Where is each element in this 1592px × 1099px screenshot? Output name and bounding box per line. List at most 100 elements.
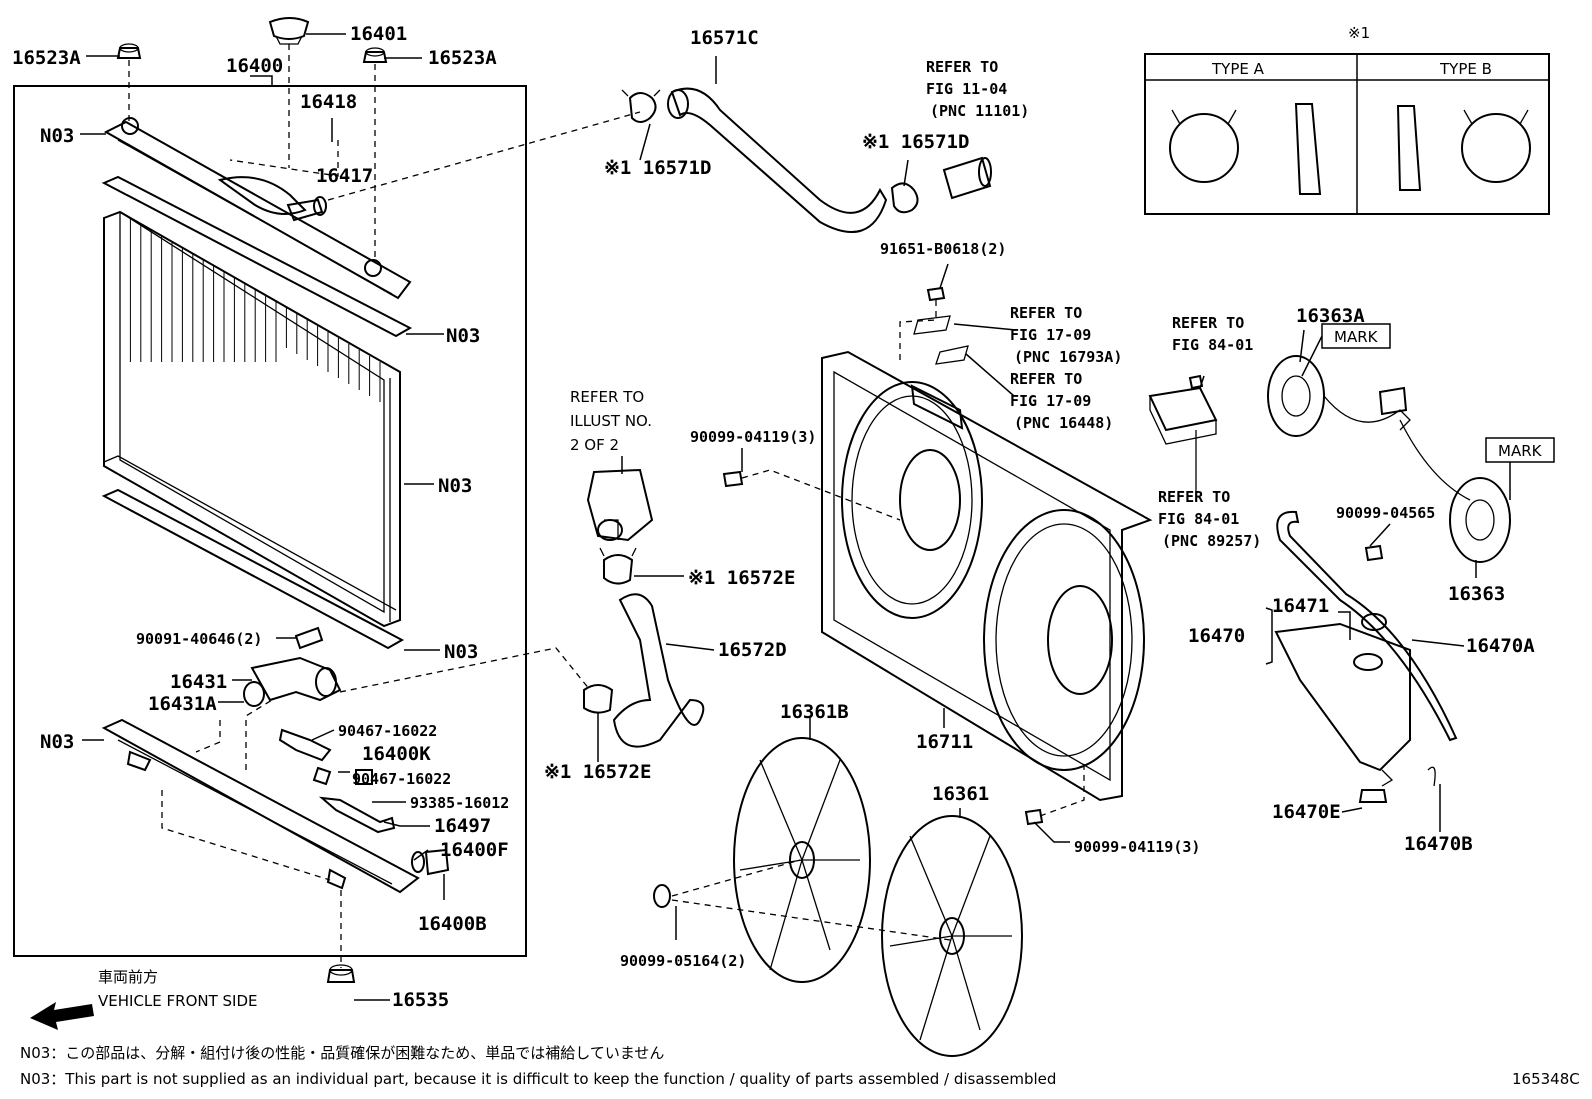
- fan-16361B: [733, 737, 871, 983]
- label-16400: 16400: [226, 55, 283, 77]
- label-90099-05164: 90099-05164(2): [620, 952, 746, 970]
- label-16470E: 16470E: [1272, 801, 1341, 823]
- clamp-upper-a: [621, 89, 661, 123]
- label-16363A: 16363A: [1296, 305, 1365, 327]
- cap-16470E: [1358, 789, 1388, 803]
- radiator-lower-tank: [101, 718, 420, 894]
- overflow-hose: [1276, 510, 1458, 742]
- grommet-right: [362, 47, 388, 63]
- label-90467-16022-b: 90467-16022: [352, 770, 451, 788]
- label-16572E-a: ※1 16572E: [688, 567, 795, 589]
- type-a-header: TYPE A: [1211, 60, 1265, 78]
- vehicle-front-jp: 車両前方: [98, 968, 158, 986]
- fan-motor-16363A: [1267, 355, 1471, 501]
- clamp-lower-a: [599, 547, 637, 585]
- bolt-90099-04565: [1364, 544, 1384, 562]
- vehicle-front-indicator: 車両前方 VEHICLE FRONT SIDE: [30, 968, 258, 1030]
- radiator-upper-tank: [103, 117, 412, 300]
- refer-illust-l2: ILLUST NO.: [570, 412, 652, 430]
- front-arrow-icon: [30, 1002, 94, 1030]
- label-16497: 16497: [434, 815, 491, 837]
- clamp-upper-b: [890, 182, 919, 214]
- label-16418: 16418: [300, 91, 357, 113]
- label-16470A: 16470A: [1466, 635, 1535, 657]
- radiator-group-frame: [13, 85, 527, 957]
- grommet-left: [116, 43, 142, 59]
- fan-motor-16363: [1449, 477, 1511, 563]
- label-mark-2: MARK: [1498, 442, 1543, 460]
- refer-fig-17-09a-l2: FIG 17-09: [1010, 326, 1091, 344]
- footnote-en: N03：This part is not supplied as an indi…: [20, 1070, 1056, 1088]
- refer-illust-l3: 2 OF 2: [570, 436, 619, 454]
- label-16572E-b: ※1 16572E: [544, 761, 651, 783]
- reserve-tank: [1274, 613, 1411, 787]
- lower-hose: [612, 593, 705, 748]
- refer-fig-11-04-l1: REFER TO: [926, 58, 998, 76]
- label-90467-16022-a: 90467-16022: [338, 722, 437, 740]
- refer-fig-11-04-l3: (PNC 11101): [930, 102, 1029, 120]
- label-16431A: 16431A: [148, 693, 217, 715]
- radiator-reference-lines: [128, 44, 641, 968]
- mark-box-2: [1485, 437, 1555, 463]
- label-16363: 16363: [1448, 583, 1505, 605]
- label-16470: 16470: [1188, 625, 1245, 647]
- mark-box-1: [1321, 323, 1391, 349]
- footnote-jp: N03：この部品は、分解・組付け後の性能・品質確保が困難なため、単品では補給して…: [20, 1044, 664, 1062]
- label-16401: 16401: [350, 23, 407, 45]
- label-93385-16012: 93385-16012: [410, 794, 509, 812]
- refer-fig-84-01b-l3: (PNC 89257): [1162, 532, 1261, 550]
- label-16523A-left: 16523A: [12, 47, 81, 69]
- label-16711: 16711: [916, 731, 973, 753]
- hose-fitting-ref: [942, 156, 992, 200]
- fan-16361: [881, 815, 1023, 1057]
- label-16535: 16535: [392, 989, 449, 1011]
- label-90091-40646: 90091-40646(2): [136, 630, 262, 648]
- refer-fig-84-01a-l1: REFER TO: [1172, 314, 1244, 332]
- label-n03-lower-gasket: N03: [444, 641, 478, 663]
- radiator-upper-gasket: [101, 175, 413, 338]
- clip-16470B: [1427, 766, 1436, 787]
- refer-fig-84-01b-l1: REFER TO: [1158, 488, 1230, 506]
- type-b-header: TYPE B: [1439, 60, 1492, 78]
- label-16431: 16431: [170, 671, 227, 693]
- label-16361: 16361: [932, 783, 989, 805]
- fan-nut: [653, 884, 671, 908]
- vehicle-front-en: VEHICLE FRONT SIDE: [98, 992, 258, 1010]
- label-n03-core: N03: [438, 475, 472, 497]
- label-16571D-b: ※1 16571D: [862, 131, 969, 153]
- part-labels: 16523A 16401 16523A 16400 16418 16417 N0…: [12, 23, 1580, 1088]
- grommet-bottom: [326, 964, 356, 983]
- label-n03-lower-tank: N03: [40, 731, 74, 753]
- refer-fig-17-09b-l1: REFER TO: [1010, 370, 1082, 388]
- label-plate-2: [935, 345, 969, 365]
- label-16571C: 16571C: [690, 27, 759, 49]
- label-n03-top: N03: [40, 125, 74, 147]
- leader-lines: [80, 33, 1511, 1001]
- diagram-id: 165348C: [1512, 1070, 1580, 1088]
- refer-labels: REFER TO FIG 11-04 (PNC 11101) REFER TO …: [570, 58, 1261, 550]
- thermostat-housing: [586, 468, 654, 542]
- bolt-90099-04119-bottom: [1024, 760, 1085, 826]
- clamp-lower-b: [583, 684, 614, 714]
- upper-hose: [667, 87, 888, 233]
- label-16400F: 16400F: [440, 839, 509, 861]
- label-16572D: 16572D: [718, 639, 787, 661]
- label-91651-B0618: 91651-B0618(2): [880, 240, 1006, 258]
- refer-illust-l1: REFER TO: [570, 388, 644, 406]
- bolt-91651: [899, 286, 946, 360]
- refer-fig-17-09a-l3: (PNC 16793A): [1014, 348, 1122, 366]
- bolt-90099-04119-top: [722, 469, 901, 521]
- label-plate-1: [913, 315, 951, 335]
- radiator-lower-gasket: [101, 488, 405, 650]
- label-16523A-right: 16523A: [428, 47, 497, 69]
- label-16417: 16417: [316, 165, 373, 187]
- radiator-core: [103, 210, 401, 628]
- fan-resistor: [1148, 374, 1218, 492]
- fan-shroud: [821, 350, 1153, 802]
- label-16400B: 16400B: [418, 913, 487, 935]
- refer-fig-84-01b-l2: FIG 84-01: [1158, 510, 1239, 528]
- label-90099-04119-b: 90099-04119(3): [1074, 838, 1200, 856]
- label-90099-04119-a: 90099-04119(3): [690, 428, 816, 446]
- label-90099-04565: 90099-04565: [1336, 504, 1435, 522]
